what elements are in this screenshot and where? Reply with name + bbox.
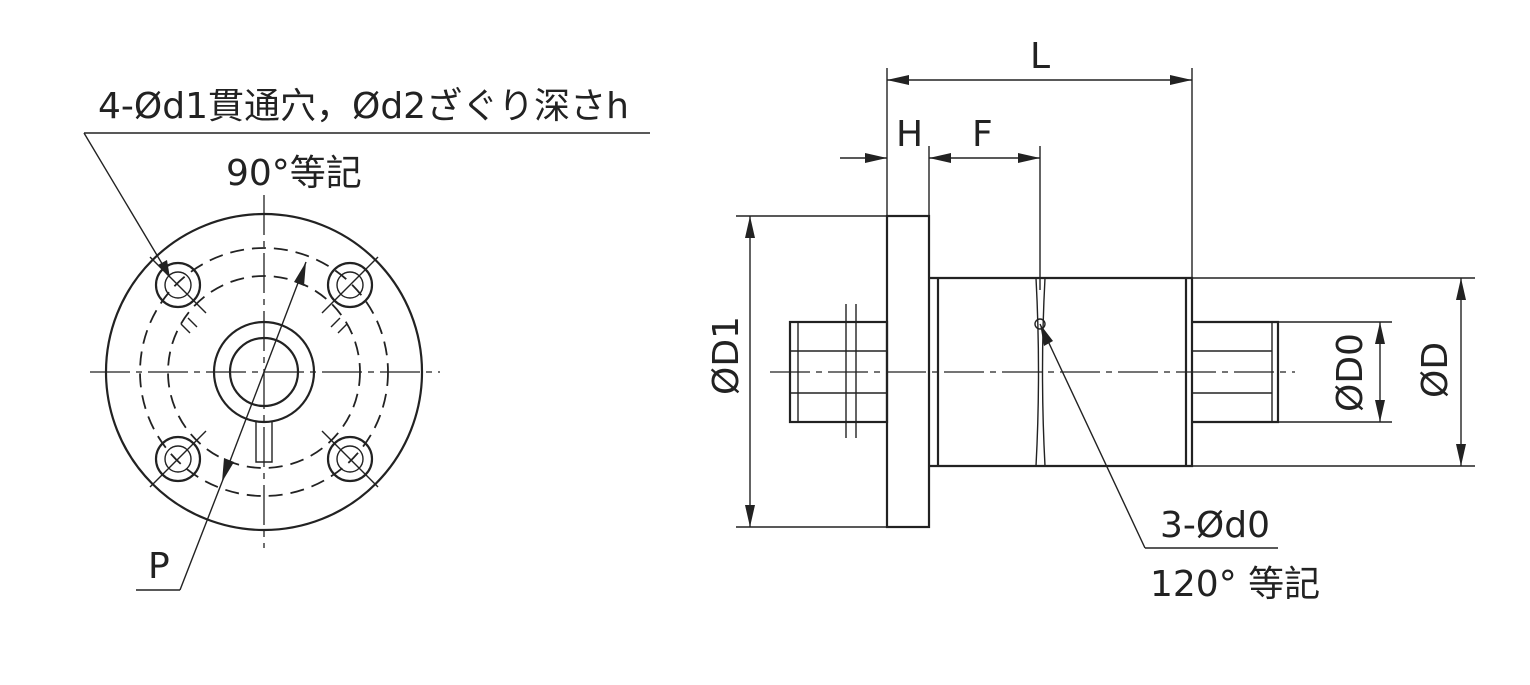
dim-L-arrow-right <box>1170 75 1192 85</box>
dim-L-arrow-left <box>887 75 909 85</box>
dim-D1-arrow-bottom <box>745 505 755 527</box>
front-view: 4-Ød1貫通穴，Ød2ざぐり深さh 90°等記 P <box>83 86 650 591</box>
bolt-hole-bottom-right <box>321 430 379 488</box>
hub-circle <box>212 320 316 424</box>
hole-callout-arrowhead <box>158 260 170 278</box>
pin-hole-callout-text: 3-Ød0 <box>1160 505 1270 546</box>
bolt-hole-top-right <box>321 256 379 314</box>
dim-H-arrow <box>865 153 887 163</box>
pcd-arrowhead-top <box>294 262 306 286</box>
dim-F-arrow-right <box>1018 153 1040 163</box>
pcd-label: P <box>148 546 170 587</box>
right-shaft <box>1192 320 1280 424</box>
dim-D-arrow-bottom <box>1456 444 1466 466</box>
flange-body <box>885 214 931 529</box>
pcd-leader <box>179 481 223 591</box>
main-body <box>929 276 1194 468</box>
hidden-circle-large <box>139 247 389 497</box>
keyway-notch <box>255 422 273 463</box>
pin-hole-arrowhead <box>1040 324 1053 346</box>
side-view: L H F ØD1 ØD0 ØD 3-Ød0 <box>706 36 1475 605</box>
pin-hole-marker <box>1034 318 1046 330</box>
bolt-hole-bottom-left <box>149 430 207 488</box>
dim-D0-label: ØD0 <box>1330 333 1371 412</box>
left-shaft <box>788 304 889 438</box>
pcd-arrowhead-bottom <box>222 458 234 482</box>
pcd-diameter-line <box>221 261 307 483</box>
bore-circle <box>228 336 300 408</box>
pin-hole-spacing-text: 120° 等記 <box>1150 564 1320 605</box>
dim-D0-arrow-bottom <box>1375 400 1385 422</box>
dim-D1-label: ØD1 <box>706 316 747 395</box>
hole-spacing-text: 90°等記 <box>226 153 362 194</box>
dim-H-label: H <box>896 114 923 155</box>
dim-F-arrow-left <box>929 153 951 163</box>
dim-D0-arrow-top <box>1375 322 1385 344</box>
hole-callout-text: 4-Ød1貫通穴，Ød2ざぐり深さh <box>98 86 629 127</box>
hole-callout-leader <box>83 132 168 273</box>
dim-D-arrow-top <box>1456 278 1466 300</box>
dim-D-label: ØD <box>1415 342 1456 398</box>
dim-D1-arrow-top <box>745 216 755 238</box>
pin-hole-leader <box>1039 323 1146 549</box>
dim-L-label: L <box>1030 36 1050 77</box>
slot-marks <box>180 317 348 334</box>
flange-outer-circle <box>104 212 424 532</box>
dim-F-label: F <box>972 114 993 155</box>
hidden-circle-medium <box>167 275 361 469</box>
